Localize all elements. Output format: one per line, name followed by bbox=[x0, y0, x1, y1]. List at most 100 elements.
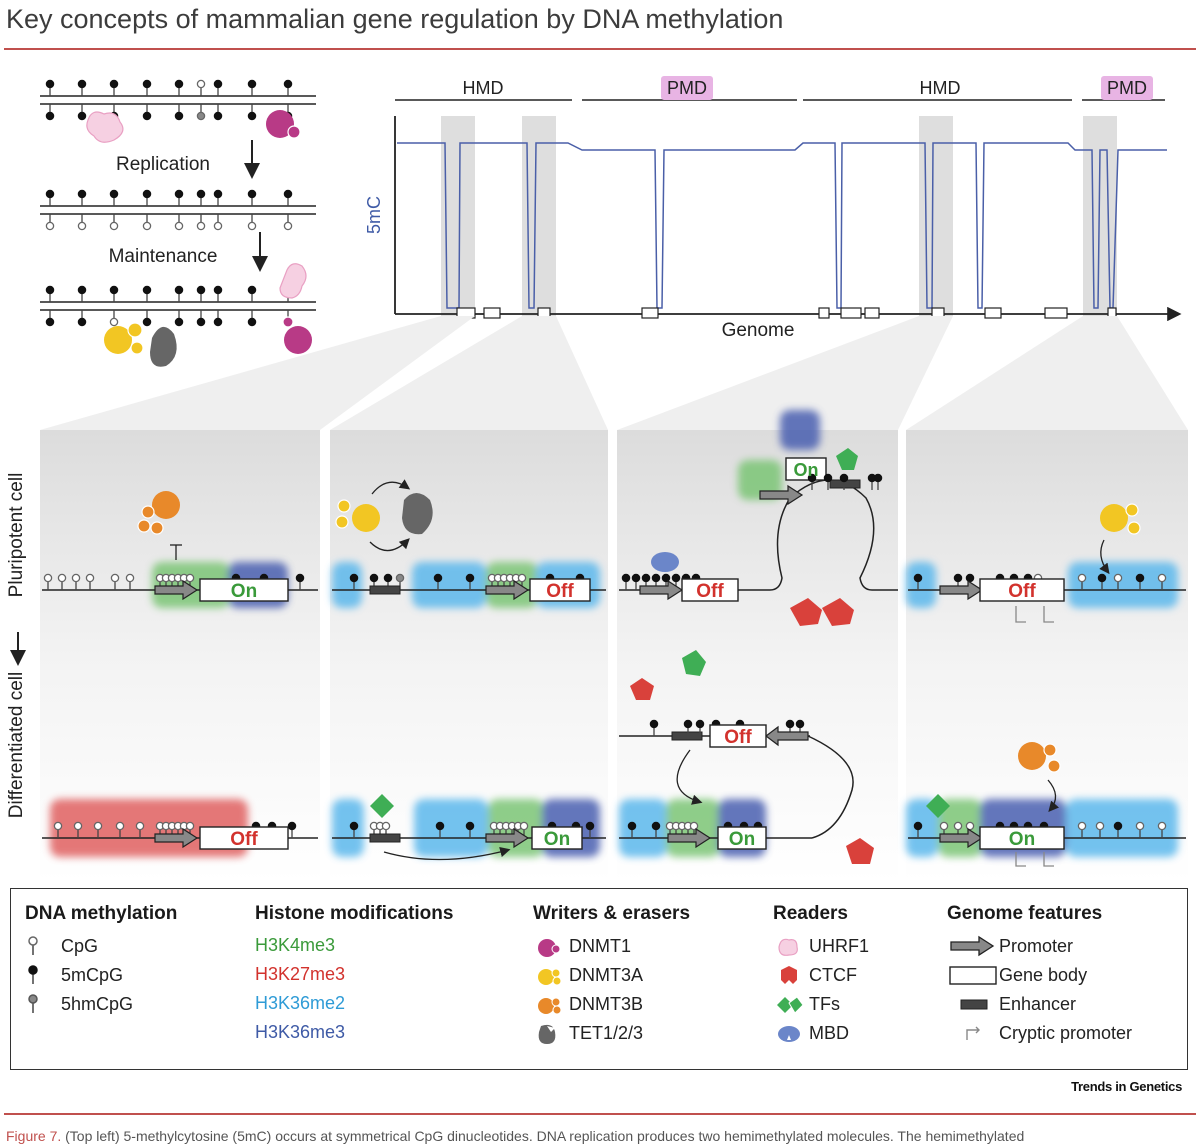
domain-label-pmd: PMD bbox=[667, 78, 707, 98]
proteins bbox=[137, 448, 1141, 864]
cpg bbox=[71, 573, 81, 583]
figure-title: Key concepts of mammalian gene regulatio… bbox=[6, 4, 784, 34]
5mcpg bbox=[839, 473, 849, 483]
5mcpg bbox=[213, 111, 223, 121]
dnmt1 bbox=[284, 326, 312, 354]
legend-writers: Writers & erasers DNMT1 DNMT3A DNMT3B TE… bbox=[533, 903, 690, 1047]
top-rule bbox=[4, 48, 1196, 50]
gene-body bbox=[979, 578, 1065, 602]
gene-body-icon bbox=[947, 964, 999, 986]
cpg bbox=[1157, 821, 1167, 831]
dnmt3a bbox=[1125, 503, 1139, 517]
y-axis-label: 5mC bbox=[364, 196, 384, 234]
cpg bbox=[185, 573, 195, 583]
legend-item-h3k27me3: H3K27me3 bbox=[255, 964, 346, 984]
dnmt3a bbox=[130, 341, 144, 355]
cpg bbox=[519, 821, 529, 831]
cpg bbox=[1113, 573, 1123, 583]
replication-label: Replication bbox=[116, 154, 210, 175]
genome-feature-box bbox=[984, 307, 1002, 319]
tf bbox=[926, 794, 950, 818]
histone-blob bbox=[332, 562, 362, 608]
5mcpg bbox=[45, 111, 55, 121]
genome-feature-box bbox=[1044, 307, 1068, 319]
differentiated-label: Differentiated cell bbox=[6, 672, 27, 818]
gene-state-label: On bbox=[794, 460, 819, 480]
5mcpg bbox=[823, 473, 833, 483]
domain-label-hmd: HMD bbox=[920, 78, 961, 98]
uhrf1-icon bbox=[773, 935, 809, 957]
tf-icon bbox=[773, 993, 809, 1015]
legend-item-uhrf1: UHRF1 bbox=[773, 931, 869, 960]
5mcpg bbox=[1135, 573, 1145, 583]
promoter-arrow bbox=[639, 579, 684, 601]
5hmcpg bbox=[196, 111, 206, 121]
histone-blob bbox=[332, 799, 364, 857]
gene-body bbox=[979, 826, 1065, 850]
mbd-icon bbox=[773, 1022, 809, 1044]
ctcf bbox=[630, 678, 654, 700]
uhrf1 bbox=[279, 263, 307, 299]
5mcpg bbox=[465, 821, 475, 831]
tet bbox=[402, 493, 433, 535]
5mcpg bbox=[785, 719, 795, 729]
5mcpg bbox=[465, 573, 475, 583]
dnmt3a bbox=[127, 322, 143, 338]
journal-credit: Trends in Genetics bbox=[1071, 1079, 1182, 1094]
cpg bbox=[43, 573, 53, 583]
histone-blob bbox=[412, 562, 486, 608]
cryptic-promoter bbox=[1043, 852, 1054, 867]
cpg bbox=[196, 79, 206, 89]
cpg bbox=[689, 821, 699, 831]
cpg bbox=[45, 221, 55, 231]
gene-state-label: Off bbox=[1008, 581, 1036, 602]
5mcpg bbox=[77, 189, 87, 199]
legend-heading: Writers & erasers bbox=[533, 903, 691, 924]
cpg bbox=[125, 573, 135, 583]
tet-icon bbox=[533, 1022, 569, 1045]
cpg bbox=[381, 821, 391, 831]
cpg bbox=[73, 821, 83, 831]
5mcpg bbox=[671, 573, 681, 583]
5mcpg bbox=[196, 189, 206, 199]
5mcpg bbox=[196, 285, 206, 295]
5mcpg bbox=[247, 111, 257, 121]
5mcpg bbox=[213, 317, 223, 327]
enhancer-loop-arrow bbox=[676, 749, 703, 805]
cryptic-promoter-icon bbox=[947, 1022, 999, 1044]
promoter-arrow bbox=[759, 484, 804, 506]
5mcpg bbox=[142, 285, 152, 295]
recruit-arrow bbox=[1099, 539, 1110, 575]
dnmt1 bbox=[266, 110, 294, 138]
promoter-arrow bbox=[485, 579, 530, 601]
5mcpg bbox=[77, 317, 87, 327]
cpg bbox=[135, 821, 145, 831]
5mcpg bbox=[213, 79, 223, 89]
legend-item-gene-body: Gene body bbox=[947, 960, 1132, 989]
profile-highlight bbox=[919, 116, 953, 316]
promoter-arrow bbox=[667, 827, 712, 849]
5mcpg bbox=[383, 573, 393, 583]
dnmt3a bbox=[1127, 521, 1141, 535]
enhancer bbox=[369, 833, 401, 843]
cpg bbox=[953, 821, 963, 831]
gene-state-label: Off bbox=[696, 581, 724, 602]
gene-body bbox=[785, 457, 827, 481]
tf bbox=[370, 794, 394, 818]
methylation-trace bbox=[397, 142, 1167, 309]
gene-body bbox=[709, 724, 767, 748]
5mcpg bbox=[77, 111, 87, 121]
ctcf bbox=[790, 598, 822, 626]
5mcpg bbox=[142, 79, 152, 89]
5mcpg bbox=[247, 189, 257, 199]
5mcpg bbox=[142, 111, 152, 121]
5mcpg bbox=[77, 285, 87, 295]
5mcpg bbox=[1097, 573, 1107, 583]
funnel bbox=[330, 316, 608, 430]
cpg bbox=[1077, 821, 1087, 831]
dnmt3a bbox=[104, 326, 132, 354]
gene-state-label: On bbox=[544, 829, 570, 850]
legend-dna-methylation: DNA methylation CpG 5mCpG 5hmCpG bbox=[25, 903, 177, 1018]
5mcpg bbox=[433, 573, 443, 583]
cpg bbox=[174, 221, 184, 231]
